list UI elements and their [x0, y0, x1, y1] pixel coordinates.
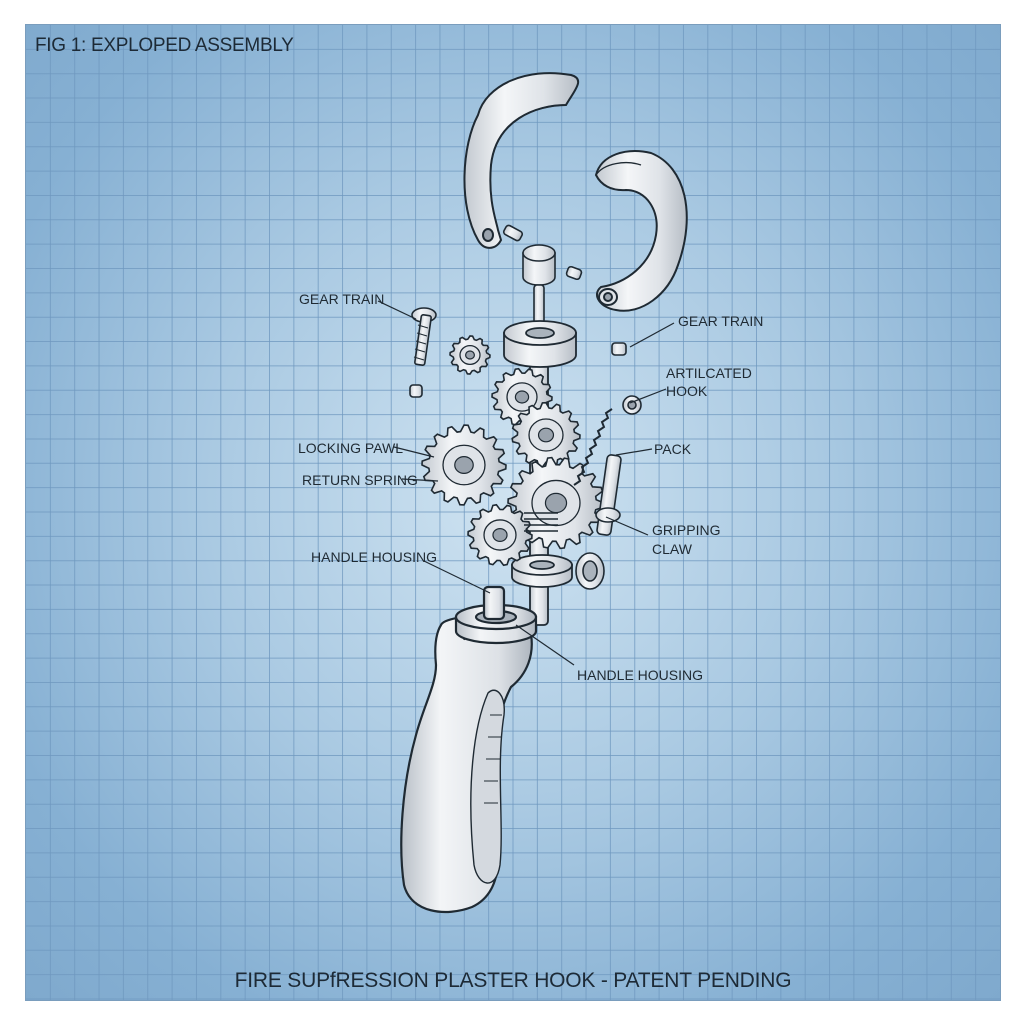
- large-gear-left: [421, 424, 507, 506]
- return-spring: [573, 408, 613, 486]
- label-pack: PACK: [654, 441, 692, 457]
- label-handle-housing-upper: HANDLE HOUSING: [311, 549, 438, 565]
- right-small-parts: [575, 342, 642, 590]
- hook-half-right: [594, 150, 688, 312]
- leader-lines: [377, 300, 675, 666]
- label-articulated-hook-line2: HOOK: [666, 383, 708, 399]
- label-gear-train-right: GEAR TRAIN: [678, 313, 764, 329]
- pin-parts: [502, 224, 583, 326]
- small-gear-left: [449, 335, 491, 375]
- gear-train: [421, 335, 605, 567]
- figure-title: FIG 1: EXPLOPED ASSEMBLY: [35, 35, 294, 56]
- blueprint-sheet: FIG 1: EXPLOPED ASSEMBLY GEAR TRAIN GEAR…: [25, 24, 1001, 1001]
- blueprint-grid: [26, 25, 1000, 1000]
- gear-lower-center: [467, 503, 533, 567]
- gear-center: [511, 401, 581, 468]
- label-gear-train-left: GEAR TRAIN: [299, 291, 385, 307]
- center-spring: [524, 512, 558, 532]
- handle-housing: [400, 585, 538, 914]
- screw-left: [409, 307, 437, 398]
- label-articulated-hook-line1: ARTILCATED: [666, 365, 752, 381]
- label-locking-pawl: LOCKING PAWL: [298, 440, 404, 456]
- label-gripping-claw-line2: CLAW: [652, 541, 692, 557]
- label-gripping-claw-line1: GRIPPING: [652, 522, 721, 538]
- label-handle-housing-lower: HANDLE HOUSING: [577, 667, 704, 683]
- hook-half-left: [463, 72, 580, 249]
- figure-footer: FIRE SUPfRESSION PLASTER HOOK - PATENT P…: [234, 969, 792, 992]
- label-return-spring: RETURN SPRING: [302, 472, 418, 488]
- exploded-assembly-drawing: [377, 72, 688, 914]
